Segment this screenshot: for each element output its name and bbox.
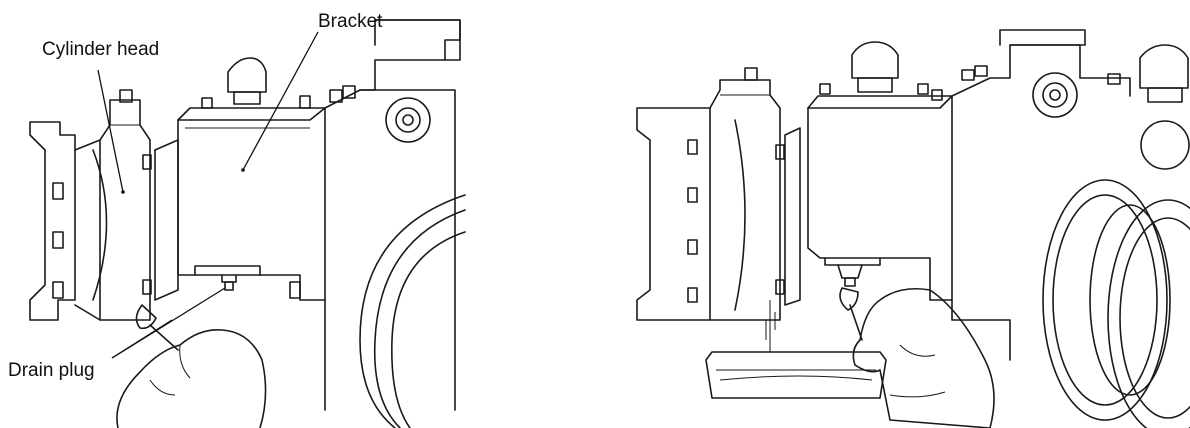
cylinder-head-label: Cylinder head xyxy=(42,39,159,60)
right-bracket xyxy=(807,41,953,301)
hand-with-wrench xyxy=(116,304,267,428)
bracket xyxy=(154,57,326,301)
right-housing xyxy=(951,29,1190,428)
oil-pan xyxy=(705,300,887,399)
right-hand-with-wrench xyxy=(839,287,995,428)
drain-plug-label: Drain plug xyxy=(8,360,95,381)
right-figure xyxy=(636,29,1190,428)
right-cylinder-head xyxy=(636,67,801,321)
left-leader-lines xyxy=(97,31,319,359)
housing xyxy=(289,19,466,428)
left-figure: Cylinder head Bracket Drain plug xyxy=(8,11,466,428)
cylinder-head xyxy=(29,89,152,321)
bracket-label: Bracket xyxy=(318,11,383,32)
